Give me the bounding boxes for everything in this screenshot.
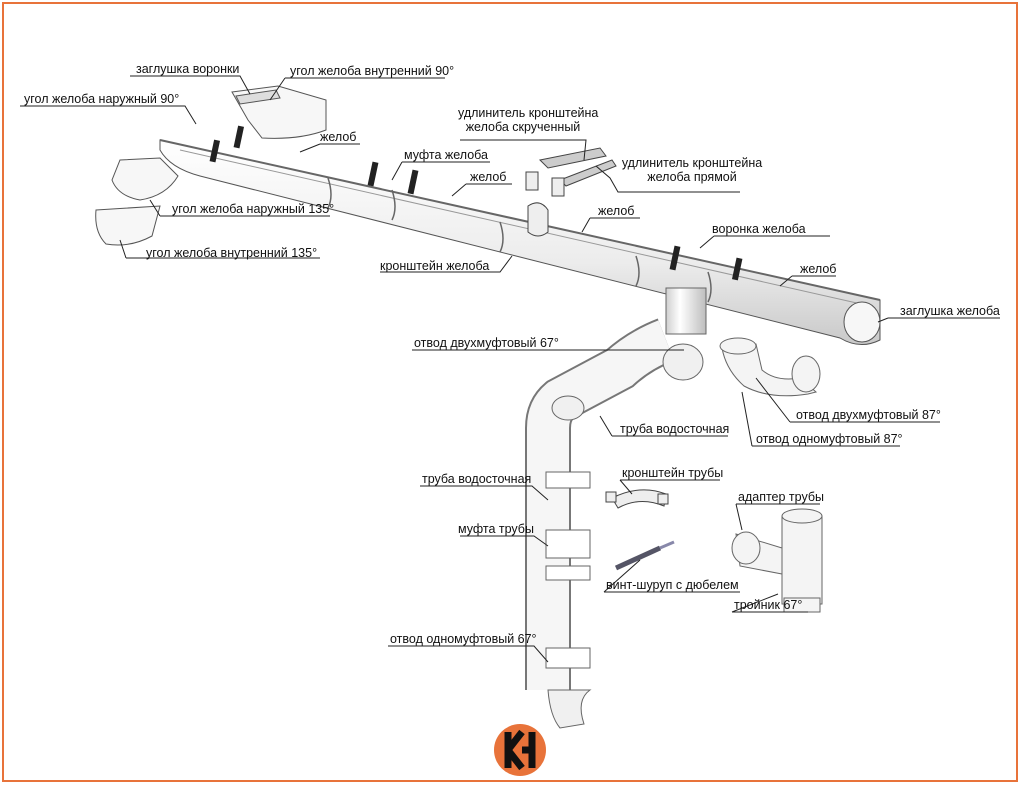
bracket-extenders [525,147,617,237]
main-gutter [159,139,881,345]
label-ugol-vnutr-90: угол желоба внутренний 90° [290,64,455,78]
corner-pieces [95,85,327,246]
label-ugol-naruzh-135: угол желоба наружный 135° [172,202,335,216]
elbow-87 [719,337,821,397]
label-ugol-naruzh-90: угол желоба наружный 90° [24,92,180,106]
label-udlinitel-skruch-line1: удлинитель кронштейна [458,106,599,120]
downpipe [525,287,707,729]
label-zhelob-3: желоб [598,204,635,218]
brand-logo-icon [494,724,546,776]
label-mufta-zheloba: муфта желоба [404,148,488,162]
label-truba-2: труба водосточная [422,472,532,486]
label-voronka: воронка желоба [712,222,806,236]
label-udlinitel-pryam-line2: желоба прямой [647,170,737,184]
pipe-bracket [605,489,669,509]
label-zhelob-4: желоб [800,262,837,276]
label-otvod-odno-87: отвод одномуфтовый 87° [756,432,903,446]
label-udlinitel-pryam-line1: удлинитель кронштейна [621,156,763,170]
label-otvod-odno-67: отвод одномуфтовый 67° [390,632,537,646]
label-ugol-vnutr-135: угол желоба внутренний 135° [146,246,318,260]
label-udlinitel-skruch: удлинитель кронштейна желоба скрученный [458,106,599,134]
label-troinik: тройник 67° [734,598,803,612]
label-zaglushka-zheloba: заглушка желоба [900,304,1000,318]
label-otvod-dvuh-67: отвод двухмуфтовый 67° [414,336,559,350]
label-adapter: адаптер трубы [738,490,824,504]
gutter-bracket-rings [327,177,712,303]
label-zhelob-2: желоб [470,170,507,184]
label-kronshtein-zheloba: кронштейн желоба [380,259,490,273]
label-zhelob-1: желоб [320,130,357,144]
screw-dowel [614,540,675,571]
gutter-couplings [209,125,743,281]
gutter-end-cap [843,301,881,343]
label-mufta-truby: муфта трубы [458,522,534,536]
label-udlinitel-skruch-line2: желоба скрученный [465,120,581,134]
label-udlinitel-pryam: удлинитель кронштейна желоба прямой [620,156,764,184]
leader-lines [20,75,1000,663]
tee-adapter [731,508,823,613]
label-otvod-dvuh-87: отвод двухмуфтовый 87° [796,408,941,422]
label-truba-1: труба водосточная [620,422,730,436]
label-zaglushka-voronki: заглушка воронки [136,62,240,76]
label-kronshtein-truby: кронштейн трубы [622,466,724,480]
label-vint: винт-шуруп с дюбелем [606,578,739,592]
